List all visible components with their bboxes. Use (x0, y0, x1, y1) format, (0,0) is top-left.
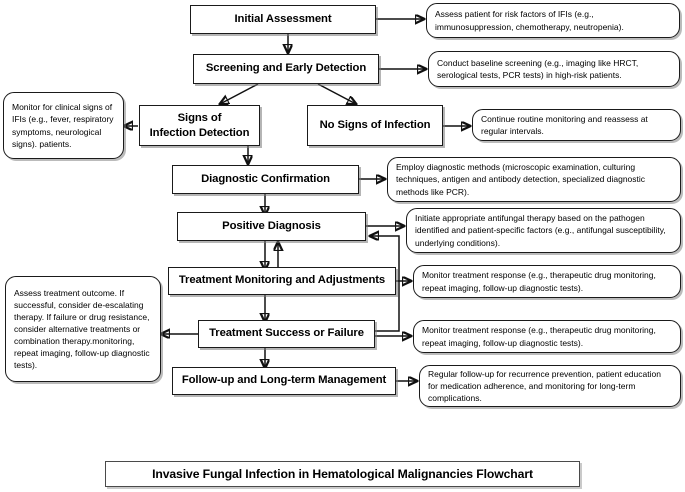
node-initial-assessment[interactable]: Initial Assessment (190, 5, 376, 34)
node-followup-longterm-management[interactable]: Follow-up and Long-term Management (172, 367, 396, 395)
edge-screening-signs (220, 83, 259, 104)
note-diagnostic-confirmation: Employ diagnostic methods (microscopic e… (387, 157, 681, 202)
note-treatment-success-left: Assess treatment outcome. If successful,… (5, 276, 161, 382)
note-initial-assessment: Assess patient for risk factors of IFIs … (426, 3, 680, 38)
note-no-signs: Continue routine monitoring and reassess… (472, 109, 681, 141)
note-success-right-text: Monitor treatment response (e.g., therap… (422, 325, 656, 348)
note-diagnostic-text: Employ diagnostic methods (microscopic e… (396, 162, 646, 197)
node-treatment-monitoring-adjustments[interactable]: Treatment Monitoring and Adjustments (168, 267, 396, 295)
note-followup-text: Regular follow-up for recurrence prevent… (428, 368, 661, 404)
note-followup: Regular follow-up for recurrence prevent… (419, 365, 681, 407)
note-positive-text: Initiate appropriate antifungal therapy … (415, 213, 666, 248)
node-treatment-success-or-failure[interactable]: Treatment Success or Failure (198, 320, 375, 348)
node-positive-diagnosis[interactable]: Positive Diagnosis (177, 212, 366, 241)
flowchart-title: Invasive Fungal Infection in Hematologic… (105, 461, 580, 487)
node-no-signs-of-infection[interactable]: No Signs of Infection (307, 105, 443, 146)
note-treatment-success-right: Monitor treatment response (e.g., therap… (413, 320, 681, 353)
node-diagnostic-confirmation[interactable]: Diagnostic Confirmation (172, 165, 359, 194)
note-signs-detection: Monitor for clinical signs of IFIs (e.g.… (3, 92, 124, 159)
note-success-left-text: Assess treatment outcome. If successful,… (14, 287, 150, 371)
edge-screening-nosigns (317, 83, 356, 104)
note-no-signs-text: Continue routine monitoring and reassess… (481, 113, 648, 136)
note-screening: Conduct baseline screening (e.g., imagin… (428, 51, 680, 87)
note-screening-text: Conduct baseline screening (e.g., imagin… (437, 57, 639, 80)
note-treatment-monitoring: Monitor treatment response (e.g., therap… (413, 265, 681, 298)
note-signs-text: Monitor for clinical signs of IFIs (e.g.… (12, 102, 114, 149)
note-initial-text: Assess patient for risk factors of IFIs … (435, 9, 624, 32)
node-screening-early-detection[interactable]: Screening and Early Detection (193, 54, 379, 84)
note-positive-diagnosis: Initiate appropriate antifungal therapy … (406, 208, 681, 253)
note-monitoring-text: Monitor treatment response (e.g., therap… (422, 270, 656, 293)
